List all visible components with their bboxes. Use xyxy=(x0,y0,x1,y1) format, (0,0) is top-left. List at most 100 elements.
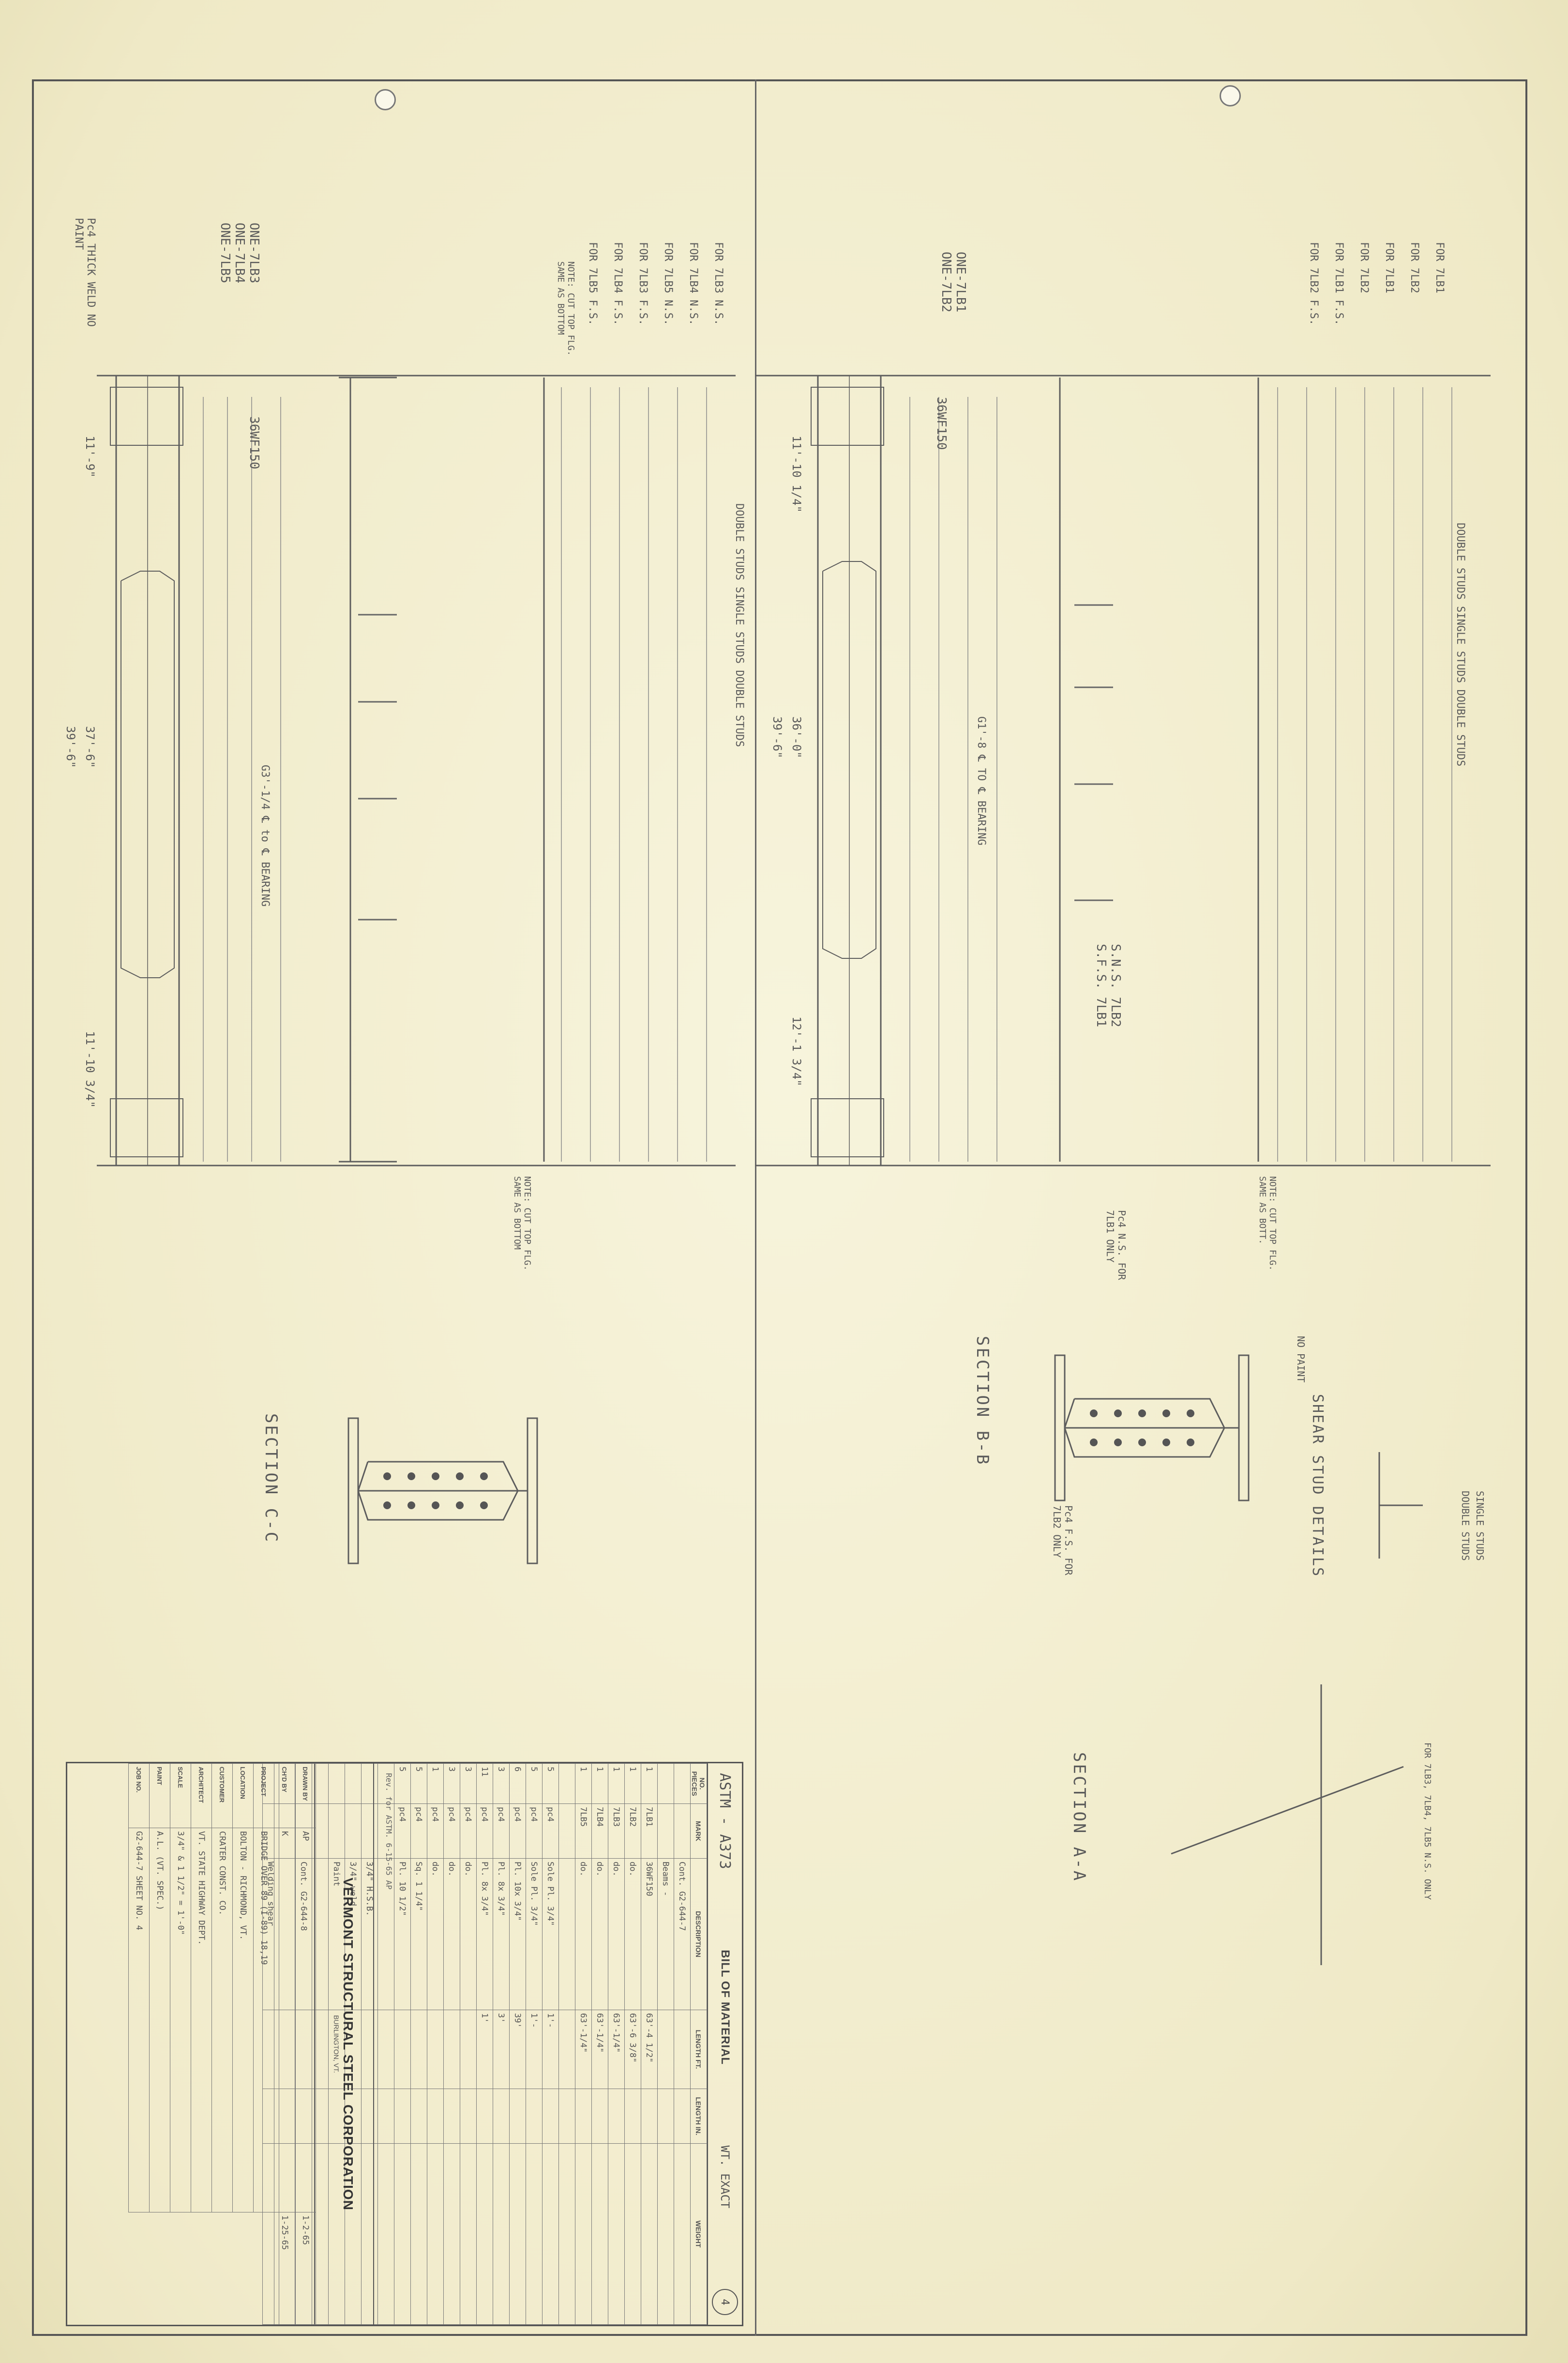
center-divider xyxy=(755,79,756,2336)
info-value: BRIDGE OVER 89 (I-89) 18,19 xyxy=(253,1828,274,2212)
bom-cell: pc4 xyxy=(476,1803,493,1859)
misc-note-6: DOUBLE STUDS xyxy=(1460,1491,1471,1561)
company-name: VERMONT STRUCTURAL STEEL CORPORATION xyxy=(341,1878,356,2211)
bom-cell xyxy=(558,2010,575,2089)
bom-cell: 3' xyxy=(493,2010,510,2089)
info-label: CH'D BY xyxy=(274,1763,295,1828)
left-stud-note: NOTE: CUT TOP FLG. SAME AS BOTTOM xyxy=(556,261,576,356)
bom-cell: pc4 xyxy=(526,1803,543,1859)
bom-cell xyxy=(608,2089,625,2144)
bom-cell xyxy=(443,2010,460,2089)
bom-cell: 7LB2 xyxy=(624,1803,641,1859)
bom-cell xyxy=(443,2143,460,2325)
border-frame xyxy=(32,79,1527,2336)
bom-cell: pc4 xyxy=(410,1803,427,1859)
bom-cell xyxy=(476,2143,493,2325)
bom-cell: Pl. 10x 3/4" xyxy=(509,1858,526,2010)
bom-cell: Sole Pl. 3/4" xyxy=(526,1858,543,2010)
right-length-2: 36'-0" xyxy=(790,716,803,758)
bom-cell: 1 xyxy=(575,1763,592,1804)
bom-cell xyxy=(624,2143,641,2325)
bom-cell xyxy=(460,2010,477,2089)
title-block-inner: ASTM - A373 BILL OF MATERIAL WT. EXACT 4… xyxy=(66,1762,743,2326)
bom-cell xyxy=(591,2143,608,2325)
bom-cell: 39' xyxy=(509,2010,526,2089)
bom-cell: 63'-1/4" xyxy=(608,2010,625,2089)
info-row: JOB NO.G2-644-7 SHEET NO. 4 xyxy=(128,1763,150,2325)
bom-cell xyxy=(377,2010,394,2089)
right-stud-rows: FOR 7LB1 FOR 7LB2 FOR 7LB1 FOR 7LB2 FOR … xyxy=(1308,242,1446,326)
bom-cell: pc4 xyxy=(509,1803,526,1859)
col-length-in: LENGTH IN. xyxy=(690,2089,707,2144)
bom-cell xyxy=(608,2143,625,2325)
bom-cell: 63'-6 3/8" xyxy=(624,2010,641,2089)
bom-cell: do. xyxy=(427,1858,444,2010)
astm-spec: ASTM - A373 xyxy=(716,1773,734,1869)
bom-cell xyxy=(377,2089,394,2144)
bom-cell: 63'-4 1/2" xyxy=(641,2010,658,2089)
bom-cell: Sq. 1 1/4" xyxy=(410,1858,427,2010)
bom-row: Cont. G2-644-7 xyxy=(674,1763,691,2325)
bom-cell: do. xyxy=(575,1858,592,2010)
bom-cell: Beams - xyxy=(657,1858,674,2010)
bom-cell: 1 xyxy=(591,1763,608,1804)
bom-cell: do. xyxy=(591,1858,608,2010)
bom-cell: do. xyxy=(443,1858,460,2010)
title-block: ASTM - A373 BILL OF MATERIAL WT. EXACT 4… xyxy=(66,1762,743,2326)
bom-cell: 7LB3 xyxy=(608,1803,625,1859)
bom-cell: 3 xyxy=(443,1763,460,1804)
bom-cell: pc4 xyxy=(427,1803,444,1859)
punch-hole xyxy=(375,89,396,110)
bom-cell: 3 xyxy=(460,1763,477,1804)
bom-cell: 36WF150 xyxy=(641,1858,658,2010)
misc-note-3: Pc4 F.S. FOR 7LB2 ONLY xyxy=(1051,1505,1074,1575)
bom-cell xyxy=(509,2089,526,2144)
left-length-4: 11'-10 3/4" xyxy=(83,1031,97,1108)
col-length-ft: LENGTH FT. xyxy=(690,2010,707,2089)
bom-cell: 1 xyxy=(427,1763,444,1804)
bom-cell xyxy=(542,2089,559,2144)
right-length-1: 11'-10 1/4" xyxy=(790,436,803,513)
info-label: CUSTOMER xyxy=(211,1763,233,1828)
bom-cell xyxy=(460,2089,477,2144)
bom-cell xyxy=(575,2143,592,2325)
right-length-4: 12'-1 3/4" xyxy=(790,1016,803,1087)
bom-cell xyxy=(641,2089,658,2144)
bom-cell: do. xyxy=(624,1858,641,2010)
bom-cell xyxy=(394,2143,411,2325)
section-b-b-label: SECTION B-B xyxy=(973,1336,992,1467)
weight-note: WT. EXACT xyxy=(718,2145,732,2209)
bom-cell: pc4 xyxy=(493,1803,510,1859)
bom-cell xyxy=(558,2089,575,2144)
bom-cell xyxy=(657,2010,674,2089)
info-value: VT. STATE HIGHWAY DEPT. xyxy=(191,1828,212,2212)
bom-cell: Pl. 8x 3/4" xyxy=(493,1858,510,2010)
bom-cell xyxy=(674,2010,691,2089)
bom-cell: 11 xyxy=(476,1763,493,1804)
bom-cell xyxy=(493,2143,510,2325)
bom-cell xyxy=(394,2010,411,2089)
info-date: 1-25-65 xyxy=(274,2212,295,2325)
section-c-c-label: SECTION C-C xyxy=(261,1413,281,1544)
bom-cell xyxy=(657,2089,674,2144)
info-label: JOB NO. xyxy=(128,1763,150,1828)
bom-cell xyxy=(674,2089,691,2144)
bom-cell xyxy=(427,2143,444,2325)
bom-title: BILL OF MATERIAL xyxy=(719,1950,732,2065)
right-sns: S.N.S. 7LB2 S.F.S. 7LB1 xyxy=(1094,944,1123,1028)
revision-note: Rev. for ASTM. 6-15-65 AP xyxy=(384,1773,393,1890)
bom-cell xyxy=(410,2143,427,2325)
info-value: 3/4" & 1 1/2" = 1'-0" xyxy=(170,1828,191,2212)
bom-cell xyxy=(526,2089,543,2144)
bom-cell: pc4 xyxy=(394,1803,411,1859)
